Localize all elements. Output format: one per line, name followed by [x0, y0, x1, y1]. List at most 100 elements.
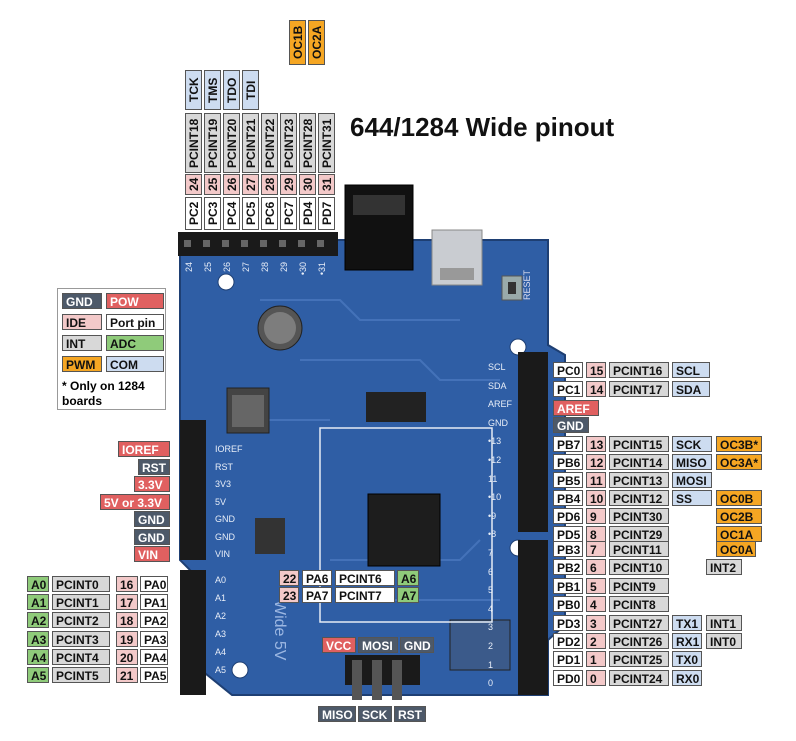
extra-port-label: PA7 — [302, 587, 332, 603]
adc-label: A4 — [27, 648, 49, 665]
right-pcint-label: PCINT9 — [609, 577, 669, 594]
right-pcint-label: PCINT14 — [609, 454, 669, 470]
left-port-label: PA0 — [140, 576, 168, 592]
right-com-label: SCL — [672, 362, 710, 378]
right-com-label: TX1 — [672, 614, 702, 631]
left-pcint-label: PCINT3 — [52, 630, 110, 647]
left-pin-silk-text: GND — [215, 514, 235, 524]
right-pin-silk-text: SCL — [488, 362, 506, 372]
extra-ide-label: 23 — [279, 587, 299, 603]
left-port-label: PA3 — [140, 630, 168, 647]
top-com-label: TMS — [204, 70, 221, 110]
power-label: RST — [138, 458, 170, 475]
top-pin-silk-text: 24 — [184, 262, 194, 273]
right-pcint-label: PCINT10 — [609, 559, 669, 576]
top-port-label: PC3 — [204, 197, 221, 230]
top-pin-silk-text: •31 — [317, 262, 327, 276]
left-pcint-label: PCINT0 — [52, 576, 110, 592]
right-pin-silk-text: SDA — [488, 380, 507, 391]
right-ide-label: 10 — [586, 490, 606, 506]
legend-note: * Only on 1284 boards — [62, 379, 145, 408]
left-pin-silk-text: IOREF — [215, 444, 243, 454]
right-pin-silk-text: 6 — [488, 566, 494, 577]
right-port-label: PB6 — [553, 454, 583, 470]
right-com-label: SS — [672, 490, 712, 506]
left-port-label: PA2 — [140, 612, 168, 629]
right-pcint-label: PCINT27 — [609, 614, 669, 631]
top-pwm-label: OC2A — [308, 20, 325, 65]
right-port-label: PD0 — [553, 669, 583, 686]
top-port-label: PC4 — [223, 197, 240, 230]
analog-pin-silk-text: A1 — [215, 593, 227, 603]
left-ide-label: 20 — [116, 648, 138, 665]
right-com-label: SDA — [672, 381, 710, 397]
right-com-label: RX1 — [672, 633, 702, 649]
legend-item: GND — [62, 293, 102, 309]
left-port-label: PA4 — [140, 648, 168, 665]
top-pwm-label: OC1B — [289, 20, 306, 65]
adc-label: A1 — [27, 594, 49, 611]
right-pcint-label: PCINT16 — [609, 362, 669, 378]
icsp-bottom-label: RST — [394, 706, 426, 722]
left-ide-label: 19 — [116, 630, 138, 647]
aref-label: AREF — [553, 400, 599, 416]
right-ide-label: 1 — [586, 651, 606, 668]
right-ide-label: 15 — [586, 362, 606, 378]
left-ide-label: 18 — [116, 612, 138, 629]
extra-port-label: PA6 — [302, 570, 332, 586]
top-pin-silk-text: 26 — [222, 262, 232, 273]
left-pcint-label: PCINT2 — [52, 612, 110, 629]
left-pin-silk-text: GND — [215, 531, 235, 542]
page-title: 644/1284 Wide pinout — [350, 112, 615, 142]
right-com-label: SCK — [672, 436, 712, 452]
extra-adc-label: A7 — [397, 587, 419, 603]
left-port-label: PA5 — [140, 667, 168, 683]
left-ide-label: 17 — [116, 594, 138, 611]
right-int-label: INT0 — [706, 633, 742, 649]
top-pcint-label: PCINT22 — [261, 113, 278, 173]
adc-label: A3 — [27, 630, 49, 647]
right-pin-silk-text: 5 — [488, 585, 494, 596]
top-pcint-label: PCINT31 — [318, 113, 335, 173]
analog-pin-silk-text: A5 — [215, 665, 227, 675]
right-com-label: TX0 — [672, 651, 702, 668]
right-pwm-label: OC0B — [716, 490, 762, 506]
right-pin-silk-text: 11 — [488, 473, 498, 484]
top-port-label: PD4 — [299, 197, 316, 230]
right-port-label: PB7 — [553, 436, 583, 452]
legend-item: Port pin — [106, 314, 164, 330]
icsp-top-label: GND — [400, 637, 434, 653]
top-com-label: TDO — [223, 70, 240, 110]
reset-silk: RESET — [522, 270, 532, 301]
top-pcint-label: PCINT20 — [223, 113, 240, 173]
power-label: IOREF — [118, 441, 170, 457]
right-pin-silk-text: •8 — [488, 529, 497, 540]
right-ide-label: 7 — [586, 541, 606, 557]
right-ide-label: 8 — [586, 526, 606, 542]
right-port-label: PD3 — [553, 614, 583, 631]
right-pin-silk-text: •10 — [488, 492, 502, 503]
right-port-label: PD5 — [553, 526, 583, 542]
right-com-label: MISO — [672, 454, 712, 470]
legend-item: PWM — [62, 356, 102, 372]
top-pin-silk-text: 29 — [279, 262, 289, 273]
legend-item: IDE — [62, 314, 102, 330]
right-ide-label: 0 — [586, 669, 606, 686]
top-pin-silk-text: 28 — [260, 262, 270, 273]
right-pin-silk-text: 7 — [488, 548, 494, 558]
right-port-label: PB2 — [553, 559, 583, 576]
right-port-label: PC1 — [553, 381, 583, 397]
legend-item: ADC — [106, 335, 164, 351]
board-silk-text: Wide 5V — [271, 600, 288, 661]
top-pcint-label: PCINT19 — [204, 113, 221, 173]
right-pcint-label: PCINT30 — [609, 508, 669, 524]
left-pin-silk-text: 3V3 — [215, 479, 232, 489]
top-port-label: PC7 — [280, 197, 297, 230]
right-pwm-label: OC0A — [716, 541, 756, 557]
top-pcint-label: PCINT21 — [242, 113, 259, 173]
left-ide-label: 21 — [116, 667, 138, 683]
top-ide-label: 27 — [242, 174, 259, 195]
left-pin-silk-text: 5V — [215, 496, 227, 507]
legend-item: INT — [62, 335, 102, 351]
